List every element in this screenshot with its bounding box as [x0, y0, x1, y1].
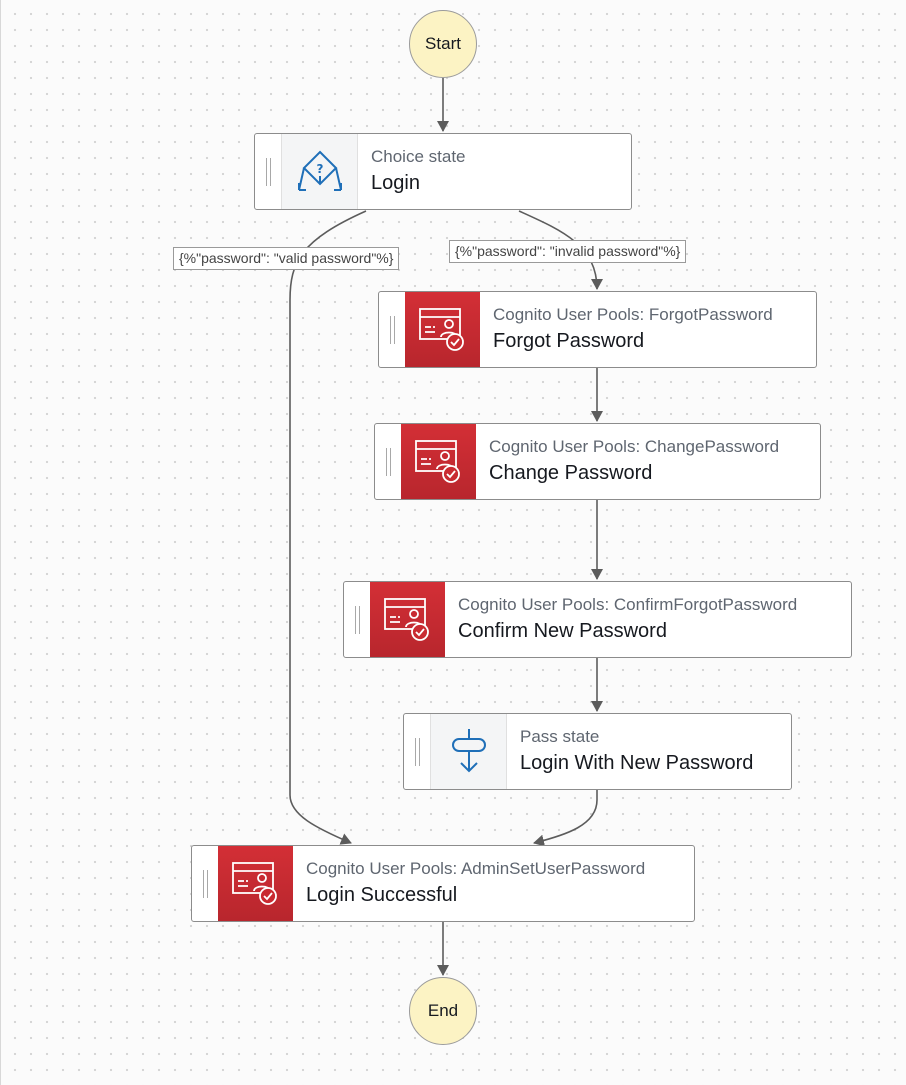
state-confirm-new-password[interactable]: Cognito User Pools: ConfirmForgotPasswor…	[343, 581, 852, 658]
edge-label-valid: {%"password": "valid password"%}	[173, 247, 400, 270]
drag-handle[interactable]	[404, 714, 430, 789]
choice-diamond-icon: ?	[281, 134, 358, 209]
state-type-label: Choice state	[371, 146, 466, 166]
cognito-icon	[405, 292, 480, 367]
state-forgot-password[interactable]: Cognito User Pools: ForgotPassword Forgo…	[378, 291, 817, 368]
edge-login-valid	[289, 210, 367, 845]
end-node[interactable]: End	[409, 977, 477, 1045]
state-name-label: Login With New Password	[520, 751, 754, 774]
edge-pass-to-success	[533, 790, 598, 847]
state-login-with-new-password[interactable]: Pass state Login With New Password	[403, 713, 792, 790]
state-change-password[interactable]: Cognito User Pools: ChangePassword Chang…	[374, 423, 821, 500]
drag-handle[interactable]	[255, 134, 281, 209]
state-type-label: Cognito User Pools: ForgotPassword	[493, 304, 773, 324]
state-type-label: Cognito User Pools: ConfirmForgotPasswor…	[458, 594, 798, 614]
drag-handle[interactable]	[375, 424, 401, 499]
edge-label-invalid: {%"password": "invalid password"%}	[449, 240, 687, 263]
state-login[interactable]: ? Choice state Login	[254, 133, 632, 210]
drag-handle[interactable]	[379, 292, 405, 367]
start-label: Start	[425, 34, 461, 53]
drag-handle[interactable]	[344, 582, 370, 657]
cognito-icon	[401, 424, 476, 499]
state-name-label: Forgot Password	[493, 329, 645, 352]
state-name-label: Login Successful	[306, 883, 458, 906]
start-node[interactable]: Start	[409, 10, 477, 78]
cognito-icon	[218, 846, 293, 921]
state-name-label: Confirm New Password	[458, 619, 667, 642]
state-name-label: Login	[371, 171, 420, 194]
cognito-icon	[370, 582, 445, 657]
state-login-successful[interactable]: Cognito User Pools: AdminSetUserPassword…	[191, 845, 695, 922]
svg-text:?: ?	[316, 162, 323, 176]
state-type-label: Cognito User Pools: ChangePassword	[489, 436, 780, 456]
pass-arrow-icon	[430, 714, 507, 789]
state-name-label: Change Password	[489, 461, 653, 484]
end-label: End	[427, 1001, 459, 1020]
drag-handle[interactable]	[192, 846, 218, 921]
state-type-label: Cognito User Pools: AdminSetUserPassword	[306, 858, 646, 878]
state-type-label: Pass state	[520, 726, 600, 746]
